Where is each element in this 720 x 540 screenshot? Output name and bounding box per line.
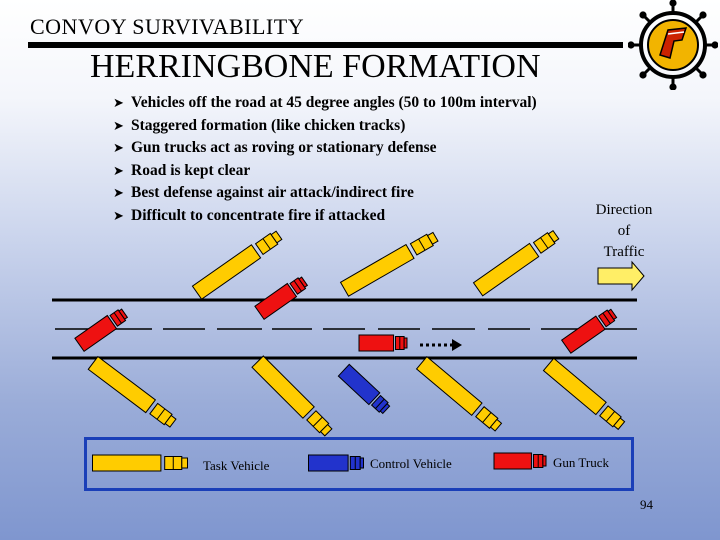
bullet-item: ➤Staggered formation (like chicken track… bbox=[113, 115, 537, 138]
bullet-item: ➤Vehicles off the road at 45 degree angl… bbox=[113, 92, 537, 115]
direction-of-traffic-label: Direction of Traffic bbox=[595, 202, 653, 260]
bullet-list: ➤Vehicles off the road at 45 degree angl… bbox=[113, 92, 537, 227]
bullet-item: ➤Difficult to concentrate fire if attack… bbox=[113, 205, 537, 228]
legend bbox=[84, 437, 634, 491]
gun-truck bbox=[74, 308, 129, 353]
gun-truck bbox=[358, 334, 408, 352]
direction-arrow-icon bbox=[597, 260, 645, 292]
bullet-item: ➤Best defense against air attack/indirec… bbox=[113, 182, 537, 205]
legend-task-vehicle-icon bbox=[92, 454, 188, 472]
task-vehicle bbox=[415, 356, 503, 432]
arrowhead-bullet-icon: ➤ bbox=[113, 208, 124, 224]
section-title: CONVOY SURVIVABILITY bbox=[30, 14, 305, 39]
task-vehicle bbox=[339, 231, 439, 297]
title-rule bbox=[28, 42, 623, 48]
transportation-corps-emblem-icon bbox=[628, 0, 718, 90]
arrowhead-bullet-icon: ➤ bbox=[113, 141, 124, 156]
gun-truck bbox=[254, 276, 309, 321]
task-vehicle bbox=[542, 357, 626, 431]
legend-gun-truck-icon bbox=[493, 452, 547, 470]
arrowhead-bullet-icon: ➤ bbox=[113, 163, 124, 179]
task-vehicle bbox=[251, 355, 333, 437]
legend-control-vehicle-icon bbox=[308, 454, 365, 472]
arrowhead-bullet-icon: ➤ bbox=[113, 96, 124, 111]
task-vehicle bbox=[87, 355, 177, 428]
page-number: 94 bbox=[640, 497, 653, 512]
movement-arrow bbox=[420, 339, 462, 351]
legend-task-label: Task Vehicle bbox=[203, 458, 270, 473]
gun-truck bbox=[560, 308, 618, 354]
arrowhead-bullet-icon: ➤ bbox=[113, 118, 124, 134]
task-vehicle bbox=[191, 230, 283, 300]
legend-control-label: Control Vehicle bbox=[370, 456, 452, 471]
control-vehicle bbox=[337, 363, 391, 415]
page-title: HERRINGBONE FORMATION bbox=[90, 48, 541, 85]
bullet-item: ➤Gun trucks act as roving or stationary … bbox=[113, 137, 537, 160]
legend-gun-label: Gun Truck bbox=[553, 455, 609, 470]
bullet-item: ➤Road is kept clear bbox=[113, 160, 537, 183]
arrowhead-bullet-icon: ➤ bbox=[113, 186, 124, 201]
task-vehicle bbox=[472, 229, 560, 297]
